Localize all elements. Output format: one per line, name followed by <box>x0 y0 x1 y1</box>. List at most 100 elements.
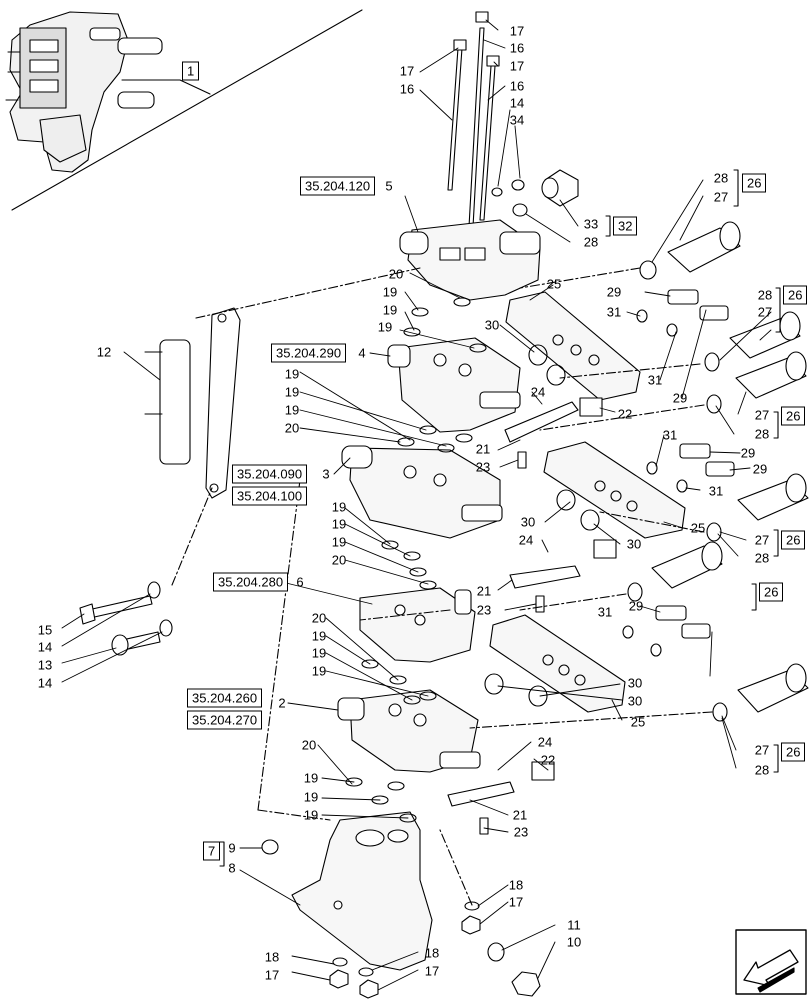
part-callout: 19 <box>382 284 398 300</box>
part-callout: 27 <box>754 407 770 423</box>
part-callout: 29 <box>672 390 688 406</box>
part-callout: 28 <box>754 426 770 442</box>
kit-box[interactable]: 26 <box>759 582 784 602</box>
part-callout: 22 <box>540 752 556 768</box>
part-callout: 16 <box>509 40 525 56</box>
part-callout: 23 <box>475 459 491 475</box>
part-callout: 19 <box>284 402 300 418</box>
part-callout: 33 <box>583 216 599 232</box>
callout-brackets <box>219 169 781 867</box>
small-parts <box>261 839 541 999</box>
thumbnail-leader <box>121 79 211 95</box>
part-callout: 29 <box>628 598 644 614</box>
part-callout: 22 <box>617 406 633 422</box>
part-callout: 9 <box>228 840 236 856</box>
part-callout: 19 <box>284 366 300 382</box>
leader-lines <box>61 19 772 991</box>
part-callout: 10 <box>566 934 582 950</box>
top-cover-valve <box>399 219 541 301</box>
part-callout: 21 <box>476 583 492 599</box>
o-rings <box>484 260 728 962</box>
part-callout: 28 <box>754 762 770 778</box>
part-callout: 20 <box>284 420 300 436</box>
part-callout: 16 <box>509 78 525 94</box>
part-callout: 4 <box>358 345 366 361</box>
reference-box[interactable]: 35.204.090 <box>232 464 308 484</box>
part-callout: 19 <box>303 770 319 786</box>
kit-box[interactable]: 1 <box>182 61 200 81</box>
part-callout: 17 <box>399 63 415 79</box>
part-callout: 19 <box>311 645 327 661</box>
part-callout: 29 <box>752 461 768 477</box>
manifold-blocks <box>489 291 686 713</box>
part-callout: 29 <box>606 284 622 300</box>
kit-box[interactable]: 26 <box>781 406 806 426</box>
part-callout: 14 <box>37 675 53 691</box>
part-callout: 20 <box>301 737 317 753</box>
part-callout: 19 <box>284 384 300 400</box>
levers-and-links <box>447 397 617 835</box>
part-callout: 11 <box>567 917 581 933</box>
part-callout: 19 <box>311 663 327 679</box>
part-callout: 5 <box>385 178 393 194</box>
part-callout: 25 <box>546 276 562 292</box>
part-callout: 31 <box>647 372 663 388</box>
part-callout: 15 <box>37 622 53 638</box>
part-callout: 30 <box>626 536 642 552</box>
part-callout: 19 <box>331 499 347 515</box>
part-callout: 14 <box>37 639 53 655</box>
part-callout: 24 <box>537 734 553 750</box>
part-callout: 28 <box>757 287 773 303</box>
reference-box[interactable]: 35.204.260 <box>187 688 263 708</box>
part-callout: 24 <box>530 384 546 400</box>
reference-box[interactable]: 35.204.290 <box>271 343 347 363</box>
kit-box[interactable]: 26 <box>783 285 808 305</box>
part-callout: 18 <box>424 945 440 961</box>
part-callout: 28 <box>754 550 770 566</box>
reference-box[interactable]: 35.204.270 <box>187 710 263 730</box>
kit-box[interactable]: 7 <box>203 841 221 861</box>
part-callout: 17 <box>264 967 280 983</box>
kit-box[interactable]: 26 <box>781 742 806 762</box>
part-callout: 27 <box>757 304 773 320</box>
valve-section-3 <box>341 445 503 539</box>
part-callout: 6 <box>296 574 304 590</box>
part-callout: 17 <box>509 23 525 39</box>
mounting-bolts <box>79 581 173 656</box>
side-plate <box>144 307 241 499</box>
part-callout: 19 <box>382 302 398 318</box>
part-callout: 19 <box>377 319 393 335</box>
reference-box[interactable]: 35.204.100 <box>232 486 308 506</box>
part-callout: 30 <box>520 514 536 530</box>
part-callout: 27 <box>754 532 770 548</box>
assembly-axes <box>171 267 713 906</box>
reference-box[interactable]: 35.204.120 <box>300 176 376 196</box>
part-callout: 20 <box>388 266 404 282</box>
part-callout: 21 <box>475 441 491 457</box>
kit-box[interactable]: 32 <box>613 216 638 236</box>
part-callout: 23 <box>513 824 529 840</box>
valve-section-6 <box>359 587 476 663</box>
plugs <box>655 289 735 639</box>
reference-box[interactable]: 35.204.280 <box>213 572 289 592</box>
part-callout: 3 <box>322 466 330 482</box>
part-callout: 19 <box>303 789 319 805</box>
valve-section-2 <box>337 689 481 773</box>
kit-box[interactable]: 26 <box>781 530 806 550</box>
part-callout: 25 <box>690 520 706 536</box>
part-callout: 16 <box>399 81 415 97</box>
kit-box[interactable]: 26 <box>742 173 767 193</box>
part-callout: 17 <box>508 894 524 910</box>
seals <box>345 297 487 823</box>
part-callout: 19 <box>303 807 319 823</box>
part-callout: 28 <box>713 170 729 186</box>
part-callout: 28 <box>583 234 599 250</box>
thumbnail-assembly-image <box>5 11 163 173</box>
part-callout: 31 <box>662 427 678 443</box>
part-callout: 31 <box>606 304 622 320</box>
part-callout: 19 <box>331 534 347 550</box>
part-callout: 20 <box>311 610 327 626</box>
part-callout: 34 <box>509 112 525 128</box>
